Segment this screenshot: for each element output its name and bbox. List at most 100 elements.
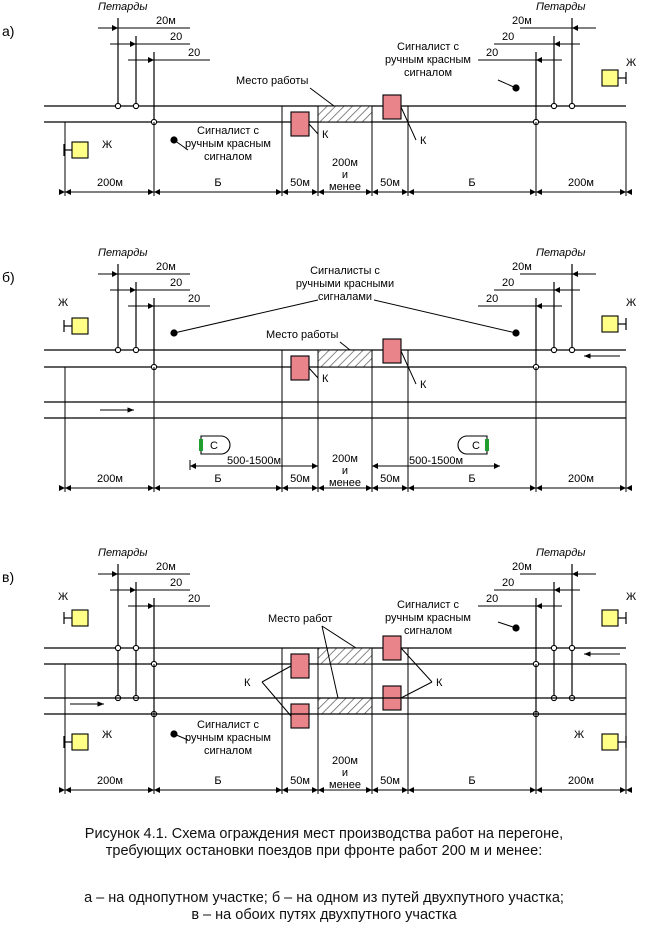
stop-signal-k <box>290 703 310 729</box>
k-leader <box>400 647 433 683</box>
petard-title-right: Петарды <box>536 547 585 559</box>
stop-signal-k <box>290 111 310 137</box>
petard-arrow <box>130 587 136 593</box>
k-leader <box>261 665 292 683</box>
signalman-label-3: сигналом <box>204 745 252 757</box>
dim-arrowhead <box>276 787 288 793</box>
petard-arrow <box>572 25 578 31</box>
zh-label: Ж <box>626 57 636 69</box>
signalmen-label-2: ручными красными <box>296 278 394 290</box>
k-leader <box>261 681 292 717</box>
petard-dot <box>114 102 122 110</box>
petard-arrow <box>148 57 154 63</box>
petard-dot <box>568 346 576 354</box>
signalman-label-2: ручным красным <box>185 138 271 150</box>
petard-dot <box>550 346 558 354</box>
dim-arrowhead <box>276 189 288 195</box>
petard-arrow <box>572 271 578 277</box>
work-place-leader <box>309 87 335 107</box>
petard-dist-20: 20 <box>170 31 182 43</box>
dim-label-mid-2: и <box>342 767 348 779</box>
signalman-label-2: ручным красным <box>185 732 271 744</box>
signalman-leader <box>173 733 189 741</box>
dim-arrowhead <box>620 485 632 491</box>
caption-line-1: Рисунок 4.1. Схема ограждения мест произ… <box>84 826 564 842</box>
dim-label-50-right: 50м <box>380 177 400 189</box>
petard-title-right: Петарды <box>536 1 585 13</box>
dim-label-50-right: 50м <box>380 775 400 787</box>
petard-dist-20m: 20м <box>156 561 176 573</box>
panel-label: а) <box>2 23 14 39</box>
petard-dist-20: 20 <box>188 47 200 59</box>
petard-dot <box>132 644 140 652</box>
yellow-signal-zh <box>601 733 619 751</box>
dim-label-200-left: 200м <box>97 473 123 485</box>
dim-label-200-right: 200м <box>568 473 594 485</box>
signalman-label-3: сигналом <box>404 625 452 637</box>
figure-caption-legend: а – на однопутном участке; б – на одном … <box>0 890 648 924</box>
dim-arrowhead <box>620 189 632 195</box>
dim-label-50-right: 50м <box>380 473 400 485</box>
dim-label-b-right: Б <box>468 177 475 189</box>
dim-arrowhead <box>402 189 414 195</box>
petard-dist-20: 20 <box>188 293 200 305</box>
locomotive-label: С <box>472 440 480 452</box>
k-leader <box>400 106 417 141</box>
work-place-label: Место работы <box>266 329 338 341</box>
signalmen-label-3: сигналами <box>318 291 372 303</box>
work-zone <box>317 349 373 368</box>
stop-signal-k <box>382 338 402 364</box>
petard-dot <box>550 102 558 110</box>
petard-title-left: Петарды <box>98 547 147 559</box>
signalman-label-1: Сигналист с <box>397 599 459 611</box>
dim-label-mid-1: 200м <box>332 453 358 465</box>
zh-label: Ж <box>58 297 68 309</box>
locomotive-body <box>457 435 488 455</box>
yellow-signal-zh <box>71 141 89 159</box>
dim-arrowhead <box>59 787 71 793</box>
dim-label-mid-3: менее <box>329 779 361 791</box>
signalman-leader <box>373 299 517 334</box>
dim-arrowhead <box>620 787 632 793</box>
petard-arrow <box>554 587 560 593</box>
signalman-leader <box>497 621 517 629</box>
work-place-leader <box>321 625 339 699</box>
petard-arrow <box>112 25 118 31</box>
figure-caption-title: Рисунок 4.1. Схема ограждения мест произ… <box>0 826 648 860</box>
petard-arrow <box>112 271 118 277</box>
work-zone <box>317 105 373 123</box>
petard-dist-20m: 20м <box>512 261 532 273</box>
dim-arrowhead <box>530 485 542 491</box>
petard-arrow <box>536 57 542 63</box>
petard-title-right: Петарды <box>536 247 585 259</box>
signalmen-label-1: Сигналисты с <box>310 265 380 277</box>
petard-dist-20: 20 <box>502 277 514 289</box>
dim-label-b-right: Б <box>468 775 475 787</box>
loco-dim-label: 500-1500м <box>409 455 463 467</box>
zh-label: Ж <box>102 139 112 151</box>
petard-dot <box>132 102 140 110</box>
caption-line-4: в – на обоих путях двухпутного участка <box>191 907 457 923</box>
work-place-leader <box>321 625 357 649</box>
zh-label: Ж <box>102 729 112 741</box>
dim-label-mid-1: 200м <box>332 157 358 169</box>
dim-arrowhead <box>148 189 160 195</box>
petard-arrow <box>130 41 136 47</box>
yellow-signal-zh <box>601 69 619 87</box>
k-leader <box>400 350 417 385</box>
dim-arrowhead <box>312 485 324 491</box>
signalman-label-2: ручным красным <box>385 54 471 66</box>
dim-label-50-left: 50м <box>290 775 310 787</box>
petard-arrow <box>554 287 560 293</box>
petard-dist-20: 20 <box>486 47 498 59</box>
petard-dist-20m: 20м <box>512 15 532 27</box>
dim-label-200-right: 200м <box>568 775 594 787</box>
stop-signal-k <box>382 94 402 120</box>
yellow-signal-zh <box>601 315 619 333</box>
petard-title-left: Петарды <box>98 247 147 259</box>
dim-arrowhead <box>530 787 542 793</box>
dim-arrowhead <box>312 787 324 793</box>
petard-dot <box>568 102 576 110</box>
